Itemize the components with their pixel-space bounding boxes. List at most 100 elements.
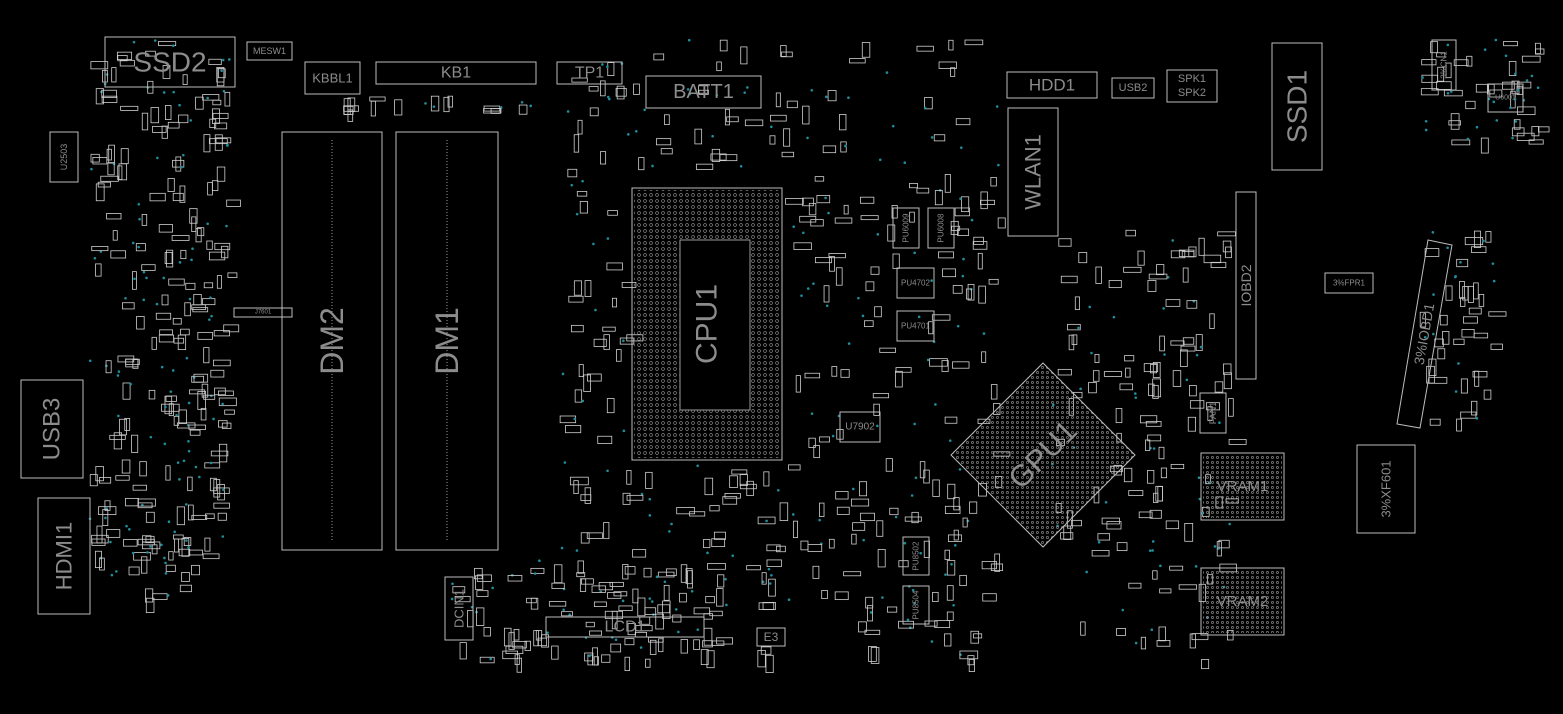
smd-pad <box>1203 254 1222 264</box>
smd-pad <box>865 281 875 292</box>
component-pu6008[interactable]: PU6008 <box>927 207 955 249</box>
smd-pad <box>180 328 190 336</box>
smd-pad <box>187 476 193 492</box>
component-u2503[interactable]: U2503 <box>49 131 79 183</box>
smd-pad <box>729 475 738 488</box>
smd-pad <box>1156 264 1165 276</box>
component-tp1[interactable]: TP1 <box>556 61 623 85</box>
smd-pad <box>514 654 520 665</box>
component-iobd2[interactable]: IOBD2 <box>1235 191 1257 380</box>
smd-pad <box>141 112 149 131</box>
component-vram2[interactable]: VRAM2 <box>1200 567 1285 636</box>
component-pu4701[interactable]: PU4701 <box>896 310 935 342</box>
via <box>601 63 604 66</box>
component-usb3[interactable]: USB3 <box>20 379 84 479</box>
component-dm2[interactable]: DM2 <box>281 131 383 551</box>
component-pu6009[interactable]: PU6009 <box>892 207 920 249</box>
smd-pad <box>1459 281 1465 299</box>
smd-pad <box>700 649 709 666</box>
smd-pad <box>834 591 849 601</box>
component-pu4702[interactable]: PU4702 <box>896 267 935 299</box>
via <box>141 503 144 507</box>
smd-pad <box>609 581 624 587</box>
smd-pad <box>141 556 148 574</box>
component-batt1[interactable]: BATT1 <box>645 75 762 109</box>
component-dm1[interactable]: DM1 <box>395 131 499 551</box>
via <box>1195 353 1199 357</box>
via <box>163 556 166 560</box>
via <box>1492 279 1496 283</box>
component-u7902[interactable]: U7902 <box>839 411 881 443</box>
component-gpu1[interactable]: GPU1 <box>950 362 1136 548</box>
component-xf601[interactable]: 3%XF601 <box>1356 444 1416 534</box>
smd-pad <box>1078 252 1088 264</box>
component-pu8502[interactable]: PU8502 <box>902 536 930 576</box>
via <box>190 258 193 262</box>
component-mesw1[interactable]: MESW1 <box>246 41 293 61</box>
via <box>117 370 121 373</box>
smd-pad <box>98 506 117 515</box>
smd-pad <box>159 329 173 335</box>
smd-pad <box>208 251 226 261</box>
via <box>1432 332 1435 336</box>
smd-pad <box>726 116 739 123</box>
via <box>648 597 652 600</box>
smd-pad <box>1429 418 1441 426</box>
smd-pad <box>430 95 440 112</box>
component-lcd1[interactable]: LCD1 <box>545 616 705 638</box>
component-pu8504[interactable]: PU8504 <box>902 585 930 625</box>
via <box>648 497 652 501</box>
smd-pad <box>105 360 112 374</box>
component-fpr1[interactable]: 3%FPR1 <box>1324 272 1374 294</box>
component-wlan1[interactable]: WLAN1 <box>1007 107 1059 237</box>
component-dcin1[interactable]: DCIN1 <box>444 576 474 641</box>
component-iobd1[interactable]: 3%IOBD1 <box>1396 239 1453 429</box>
smd-pad <box>119 418 127 436</box>
via <box>643 108 646 112</box>
smd-pad <box>602 326 616 332</box>
smd-pad <box>828 253 846 259</box>
via <box>959 146 963 149</box>
smd-pad <box>505 645 524 654</box>
smd-pad <box>214 134 223 151</box>
smd-pad <box>638 157 645 171</box>
component-vram1[interactable]: VRAM1 <box>1200 452 1285 521</box>
component-cn1[interactable]: 3%CN1 <box>1431 39 1457 91</box>
component-hdmi1[interactable]: HDMI1 <box>37 497 91 615</box>
smd-pad <box>512 641 527 649</box>
smd-pad <box>781 151 795 158</box>
component-hdd1[interactable]: HDD1 <box>1006 71 1098 99</box>
via <box>175 413 178 417</box>
smd-pad <box>1165 299 1181 307</box>
label-fpr1: 3%FPR1 <box>1333 279 1366 288</box>
component-ssd2[interactable]: SSD2 <box>104 36 236 88</box>
via <box>944 573 947 576</box>
via <box>533 572 537 575</box>
via <box>1446 43 1450 47</box>
component-usb2[interactable]: USB2 <box>1111 77 1155 99</box>
component-cpu1[interactable]: CPU1 <box>631 187 783 461</box>
component-kb1[interactable]: KB1 <box>375 61 537 85</box>
smd-pad <box>90 61 109 70</box>
smd-pad <box>176 506 185 526</box>
via <box>825 304 829 308</box>
smd-pad <box>1091 550 1110 557</box>
component-j7601[interactable]: J7601 <box>233 307 293 318</box>
via <box>851 487 855 491</box>
component-ssd1[interactable]: SSD1 <box>1271 42 1323 171</box>
label-lcd1: LCD1 <box>605 619 646 636</box>
via <box>226 143 229 147</box>
component-u6001[interactable]: U6001 <box>1487 83 1524 113</box>
label-pu6008: PU6008 <box>937 213 946 242</box>
label-pu4702: PU4702 <box>901 279 930 288</box>
component-fan1[interactable]: FAN1 <box>1199 392 1227 434</box>
via <box>128 528 131 531</box>
smd-pad <box>148 389 156 400</box>
smd-pad <box>872 393 890 399</box>
smd-pad <box>821 590 828 599</box>
component-e3[interactable]: E3 <box>756 627 786 647</box>
smd-pad <box>1116 628 1126 636</box>
component-kbbl1[interactable]: KBBL1 <box>304 61 361 95</box>
via <box>1197 476 1201 480</box>
